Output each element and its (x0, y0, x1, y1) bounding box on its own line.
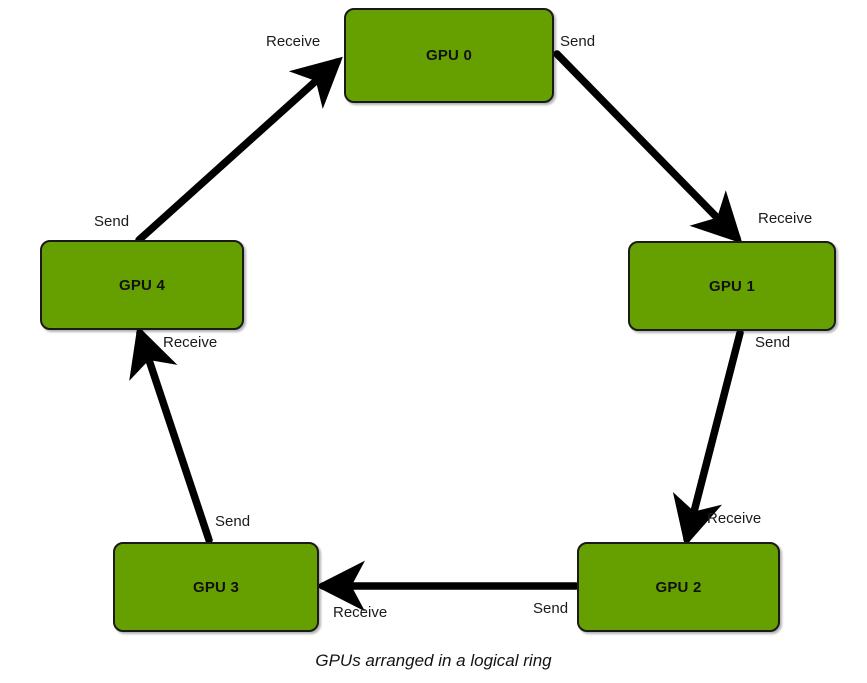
edge-label-receive-gpu4: Receive (163, 334, 218, 351)
edge-label-receive-gpu0: Receive (266, 33, 321, 50)
edge-label-receive-gpu1: Receive (758, 210, 813, 227)
gpu-node-gpu1[interactable]: GPU 1 (628, 241, 836, 331)
edge-label-send-gpu2: Send (533, 600, 569, 617)
edge-label-receive-gpu2: Receive (707, 510, 762, 527)
diagram-caption: GPUs arranged in a logical ring (315, 651, 552, 670)
gpu-node-label: GPU 4 (118, 276, 165, 294)
arrow-gpu3-to-gpu4 (129, 325, 213, 544)
gpu-node-gpu0[interactable]: GPU 0 (344, 8, 554, 103)
gpu-node-label: GPU 1 (708, 277, 755, 295)
arrow-gpu4-to-gpu0 (135, 56, 343, 244)
edge-label-send-gpu4: Send (94, 213, 130, 230)
arrow-gpu1-to-gpu2 (672, 329, 744, 547)
edge-label-receive-gpu3: Receive (333, 604, 388, 621)
gpu-node-gpu2[interactable]: GPU 2 (577, 542, 780, 632)
gpu-node-label: GPU 0 (425, 47, 472, 64)
edge-label-send-gpu0: Send (560, 33, 596, 50)
arrow-gpu0-to-gpu1 (553, 50, 743, 244)
edge-label-send-gpu1: Send (755, 334, 791, 351)
gpu-node-label: GPU 2 (655, 578, 702, 596)
gpu-node-gpu4[interactable]: GPU 4 (40, 240, 244, 330)
edge-label-send-gpu3: Send (215, 513, 251, 530)
gpu-node-gpu3[interactable]: GPU 3 (113, 542, 319, 632)
gpu-node-label: GPU 3 (192, 578, 239, 596)
